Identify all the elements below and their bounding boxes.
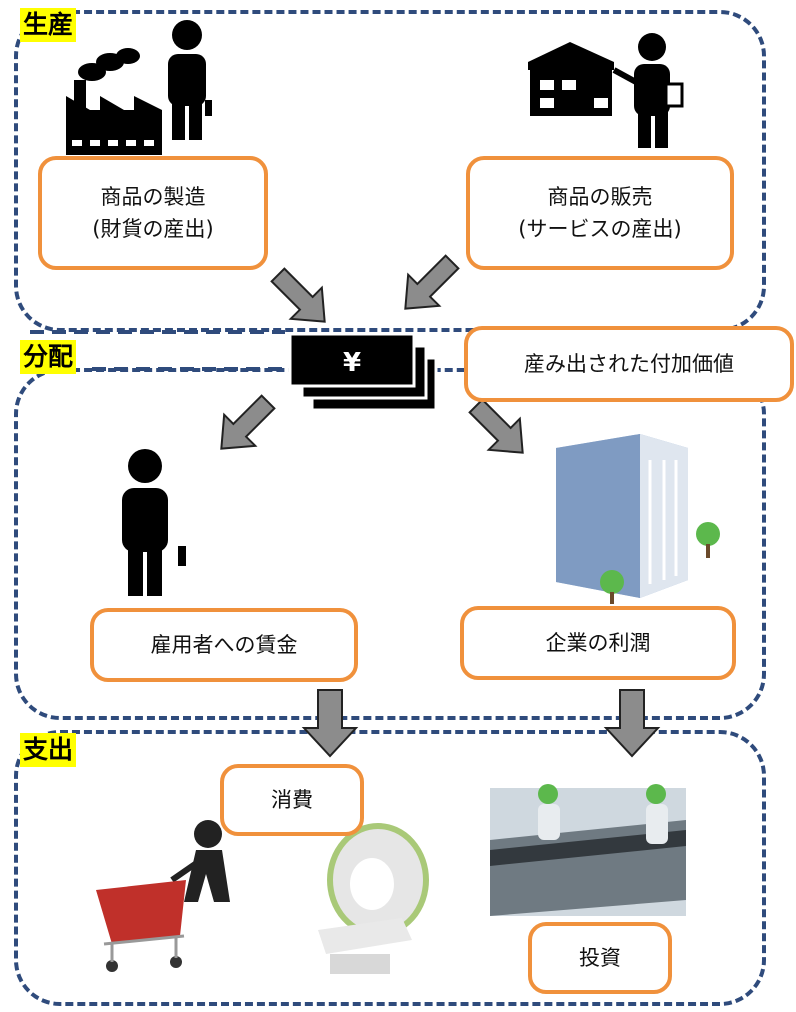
arrow-manufacture-to-money (270, 267, 326, 323)
production-region (14, 10, 766, 332)
salesperson-icon (612, 33, 684, 148)
factory-icon (66, 48, 162, 155)
yen-bills-icon (288, 332, 438, 412)
shopping-cart-icon (96, 820, 230, 972)
employee-person-icon (122, 449, 186, 596)
arrow-sales-to-money (404, 254, 460, 310)
section-tag-production: 生産 (20, 8, 77, 42)
arrow-profit-to-investment (603, 689, 661, 758)
investment-box: 投資 (528, 922, 672, 994)
manufacture-box: 商品の製造 (財貨の産出) (38, 156, 268, 270)
section-tag-distribution: 分配 (20, 340, 77, 374)
factory-conveyor-icon (490, 784, 686, 916)
consumption-box: 消費 (220, 764, 364, 836)
expenditure-region (14, 730, 766, 1006)
mri-scanner-icon (318, 823, 429, 974)
arrow-money-to-wages (220, 394, 276, 450)
profit-box: 企業の利潤 (460, 606, 736, 680)
section-tag-expenditure: 支出 (20, 733, 77, 767)
worker-person-icon (168, 20, 212, 140)
wages-box: 雇用者への賃金 (90, 608, 358, 682)
arrow-wages-to-consumption (301, 689, 359, 758)
shop-icon (528, 42, 614, 116)
yen-symbol: ¥ (343, 348, 361, 378)
arrow-money-to-profit (468, 398, 524, 454)
sales-box: 商品の販売 (サービスの産出) (466, 156, 734, 270)
company-building-icon (556, 434, 720, 604)
added-value-box: 産み出された付加価値 (464, 326, 794, 402)
